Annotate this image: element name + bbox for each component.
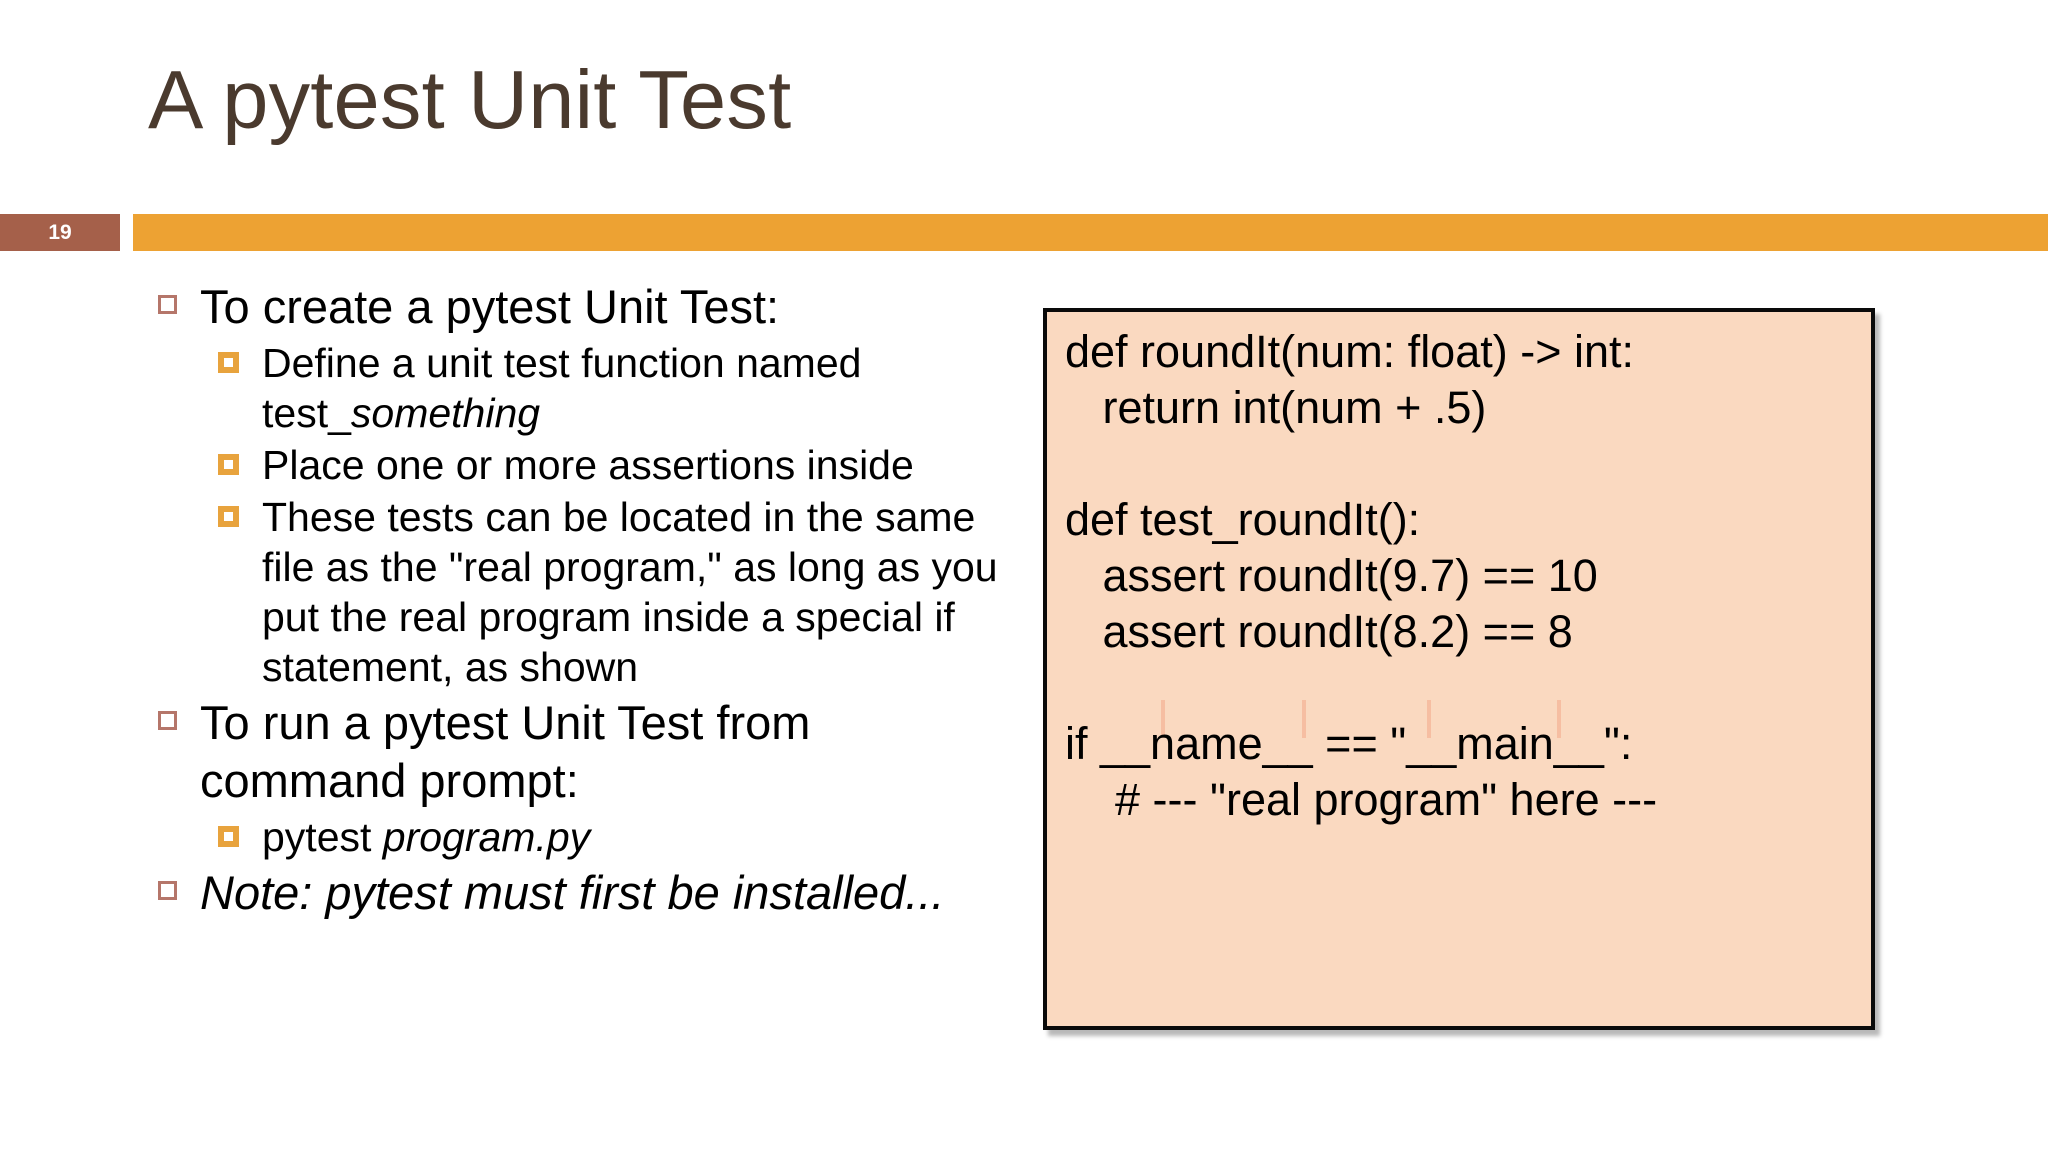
artifact-tick-icon	[1161, 700, 1165, 738]
bullet-item: Place one or more assertions inside	[140, 440, 1010, 490]
bullet-list: To create a pytest Unit Test: Define a un…	[140, 278, 1010, 924]
code-example-box: def roundIt(num: float) -> int: return i…	[1043, 308, 1875, 1030]
bullet-text: These tests can be located in the same f…	[262, 494, 998, 690]
bullet-text: Note: pytest must first be installed...	[200, 866, 945, 919]
artifact-tick-icon	[1427, 700, 1431, 738]
bullet-text: To create a pytest Unit Test:	[200, 280, 780, 333]
bullet-item: To create a pytest Unit Test:	[140, 278, 1010, 336]
bullet-text: Define a unit test function named test_s…	[262, 340, 862, 436]
orange-square-bullet-icon	[218, 826, 239, 847]
accent-bar	[133, 214, 2048, 251]
artifact-tick-icon	[1302, 700, 1306, 738]
hollow-square-bullet-icon	[158, 295, 177, 314]
slide-body: To create a pytest Unit Test: Define a un…	[0, 251, 2048, 1152]
bullet-item: Note: pytest must first be installed...	[140, 864, 1010, 922]
bullet-text: pytest program.py	[262, 814, 591, 860]
bullet-item: These tests can be located in the same f…	[140, 492, 1010, 692]
header-band: 19	[0, 214, 2048, 251]
artifact-tick-icon	[1557, 700, 1561, 738]
page-title: A pytest Unit Test	[148, 53, 792, 146]
orange-square-bullet-icon	[218, 454, 239, 475]
hollow-square-bullet-icon	[158, 881, 177, 900]
bullet-text: To run a pytest Unit Test from command p…	[200, 696, 811, 807]
code-snippet: def roundIt(num: float) -> int: return i…	[1065, 326, 1658, 825]
orange-square-bullet-icon	[218, 352, 239, 373]
hollow-square-bullet-icon	[158, 711, 177, 730]
bullet-item: To run a pytest Unit Test from command p…	[140, 694, 1010, 810]
bullet-item: Define a unit test function named test_s…	[140, 338, 1010, 438]
slide-number-badge: 19	[0, 214, 120, 251]
orange-square-bullet-icon	[218, 506, 239, 527]
bullet-item: pytest program.py	[140, 812, 1010, 862]
bullet-text: Place one or more assertions inside	[262, 442, 914, 488]
